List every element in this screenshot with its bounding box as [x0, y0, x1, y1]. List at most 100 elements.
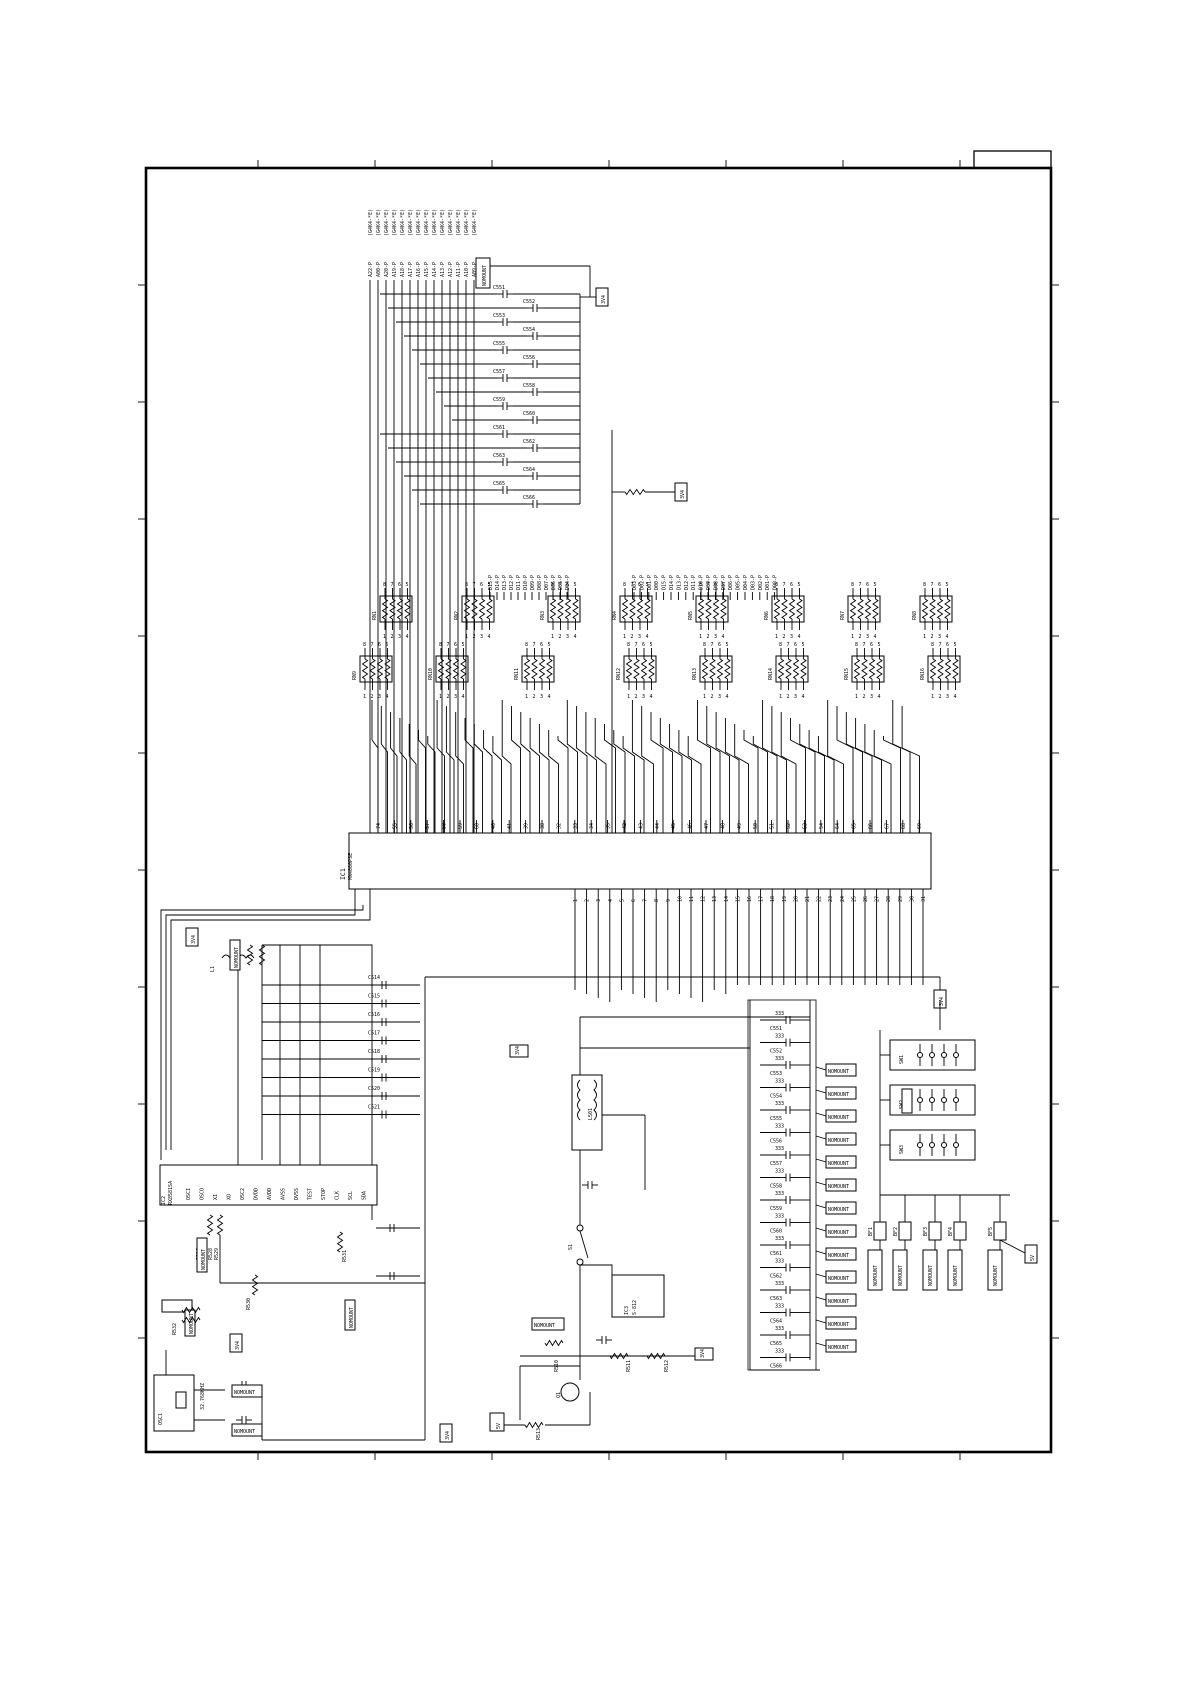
bus-trace: [464, 718, 474, 833]
resistor-symbol: [181, 1306, 201, 1314]
rnet-body: [521, 655, 555, 683]
resistor-symbol: [546, 658, 553, 680]
rnet-pin: 8: [363, 642, 366, 648]
rnet-pin: 8: [779, 642, 782, 648]
top-capacitor-ladder: C551C552C553C554C555C556C557C558C559C560…: [380, 265, 596, 508]
nomount-lead: [815, 1227, 827, 1232]
rnet-pin: 7: [783, 582, 786, 588]
rnet-ref: RN5: [688, 611, 694, 620]
pin-number: 23: [828, 896, 834, 902]
bus-trace: [873, 730, 892, 833]
rnet-body: [547, 595, 581, 623]
ferrite-label: BF5: [988, 1227, 994, 1236]
frame-ticks: [138, 160, 1059, 1460]
cap-label: C558: [523, 383, 535, 389]
rtc-pin-name: STOP: [321, 1188, 327, 1200]
pin-number: 40: [491, 823, 497, 829]
nomount-lead: [815, 1066, 827, 1071]
rnet-ref: RN13: [692, 668, 698, 680]
pin-number: 13: [712, 896, 718, 902]
rnet-pin: 1: [551, 634, 554, 640]
resistor-symbol: [437, 658, 445, 680]
sensor-pad: [929, 1097, 935, 1103]
rnet-pin: 8: [439, 642, 442, 648]
rnet-pin: 4: [874, 634, 877, 640]
cap-label: C557: [493, 369, 505, 375]
pin-number: 43: [638, 823, 644, 829]
nomount-tag: [867, 1249, 883, 1291]
resistor-symbol: [640, 658, 648, 680]
rtc-pin-name: SCL: [348, 1191, 354, 1200]
pin-number: 31: [921, 896, 927, 902]
nomount-tag: [184, 1309, 196, 1337]
pin-number: 39: [524, 823, 530, 829]
address-note: (G4K4-*E): [376, 209, 382, 236]
rnet-pin: 6: [378, 642, 381, 648]
bus-trace: [576, 706, 588, 833]
pin-number: 28: [886, 896, 892, 902]
pin-number: 24: [840, 896, 846, 902]
address-note: (G4K4-*E): [448, 209, 454, 236]
switch-contact: [576, 1224, 584, 1232]
rnet-pin: 6: [566, 582, 569, 588]
sensor-pad: [917, 1097, 923, 1103]
data-label: D00-P: [654, 575, 660, 590]
rnet-pin: 7: [939, 642, 942, 648]
bus-trace: [790, 718, 806, 833]
address-note: (G4K4-*E): [424, 209, 430, 236]
resistor-symbol: [697, 598, 705, 620]
sensor-pad: [953, 1052, 959, 1058]
rnet-pin: 2: [559, 634, 562, 640]
rnet-pin: 8: [931, 642, 934, 648]
power-wire: [580, 1264, 613, 1290]
bus-trace: [799, 724, 816, 833]
nomount-tag: [987, 1249, 1003, 1291]
data-label: D08-P: [537, 575, 543, 590]
main-ic: IC1 MN4000PSE: [339, 832, 932, 890]
pin-number: 48: [720, 823, 726, 829]
rnet-pin: 8: [383, 582, 386, 588]
rnet-ref: RN3: [540, 611, 546, 620]
switch-label: S1: [568, 1244, 574, 1250]
sensor-label: SW3: [899, 1145, 905, 1154]
pin-number: 11: [689, 896, 695, 902]
rnet-pin: 2: [863, 694, 866, 700]
pin-number: 25: [851, 896, 857, 902]
nomount-text: NOMOUNT: [953, 1265, 959, 1286]
rnet-ref: RN7: [840, 611, 846, 620]
rnet-ref: RN2: [454, 611, 460, 620]
nomount-text: NOMOUNT: [898, 1265, 904, 1286]
nomount-text: NOMOUNT: [534, 1323, 555, 1329]
nomount-text: NOMOUNT: [234, 1429, 255, 1435]
ferrite-label: BF1: [868, 1227, 874, 1236]
rnet-body: [435, 655, 469, 683]
sensor-pad: [917, 1052, 923, 1058]
bypass-label: C554: [770, 1094, 782, 1100]
bus-trace: [836, 706, 854, 833]
resistor-symbol: [376, 658, 384, 680]
pin-number: 30: [909, 896, 915, 902]
resistor-symbol: [629, 598, 636, 620]
data-label: D04-P: [743, 575, 749, 590]
bus-trace: [622, 736, 635, 833]
resistor-symbol: [796, 598, 803, 620]
data-label: D10-P: [699, 575, 705, 590]
resistor-symbol: [524, 1421, 544, 1429]
bypass-label: C559: [770, 1206, 782, 1212]
clock-trunk: [170, 905, 371, 1150]
resistor-symbol: [361, 658, 369, 680]
data-label: D15-P: [662, 575, 668, 590]
resistor-symbol: [445, 658, 452, 680]
resistor-symbol: [384, 658, 391, 680]
bypass-label: C560: [770, 1229, 782, 1235]
flag-text: 3V4: [700, 1349, 706, 1358]
bus-trace: [585, 712, 597, 833]
cap-label: C561: [493, 425, 505, 431]
rnet-pin: 1: [931, 694, 934, 700]
nomount-text: NOMOUNT: [873, 1265, 879, 1286]
rnet-pin: 4: [726, 694, 729, 700]
ferrite-body: [953, 1221, 967, 1241]
rnet-pin: 6: [480, 582, 483, 588]
